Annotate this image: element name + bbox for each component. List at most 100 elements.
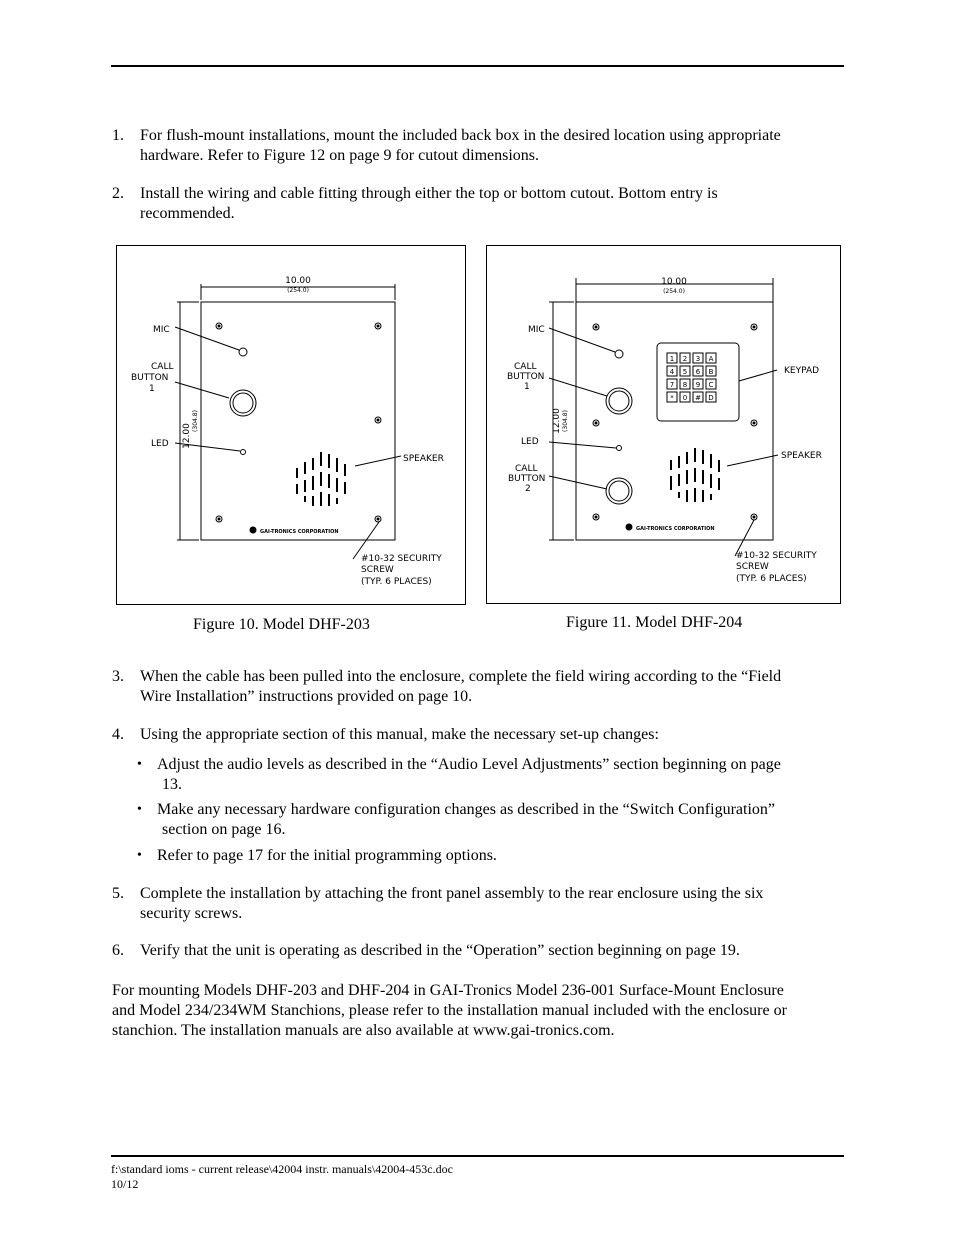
step-text-line: When the cable has been pulled into the … bbox=[140, 668, 782, 685]
footer-rule bbox=[111, 1155, 844, 1157]
bullet-text-line: Make any necessary hardware configuratio… bbox=[157, 801, 775, 818]
step-text-line: Verify that the unit is operating as des… bbox=[140, 942, 740, 959]
call-button-1-label-2: BUTTON bbox=[507, 372, 544, 382]
bullet-text-line: Adjust the audio levels as described in … bbox=[157, 756, 781, 773]
speaker-label: SPEAKER bbox=[781, 451, 822, 461]
bullet-text-line: section on page 16. bbox=[162, 821, 286, 838]
step-number: 2. bbox=[112, 185, 124, 202]
step-number: 1. bbox=[112, 127, 124, 144]
closing-paragraph-line: and Model 234/234WM Stanchions, please r… bbox=[112, 1002, 787, 1019]
led-label: LED bbox=[151, 439, 169, 449]
call-button-1-label-1: CALL bbox=[514, 362, 536, 372]
height-dim-mm: (304.8) bbox=[192, 410, 199, 432]
keypad-key bbox=[679, 352, 691, 364]
keypad-key-label: # bbox=[695, 394, 701, 402]
keypad-key bbox=[679, 378, 691, 390]
call-button-2-label-3: 2 bbox=[525, 484, 531, 494]
step-text-line: recommended. bbox=[140, 205, 235, 222]
keypad-key bbox=[692, 391, 704, 403]
step-text-line: Using the appropriate section of this ma… bbox=[140, 726, 659, 743]
keypad-key-label: A bbox=[709, 355, 714, 363]
keypad-key bbox=[666, 365, 678, 377]
keypad-key-label: 3 bbox=[696, 355, 700, 363]
footer-file-path: f:\standard ioms - current release\42004… bbox=[111, 1162, 453, 1176]
call-button-label-2: BUTTON bbox=[131, 373, 168, 383]
call-button-label-1: CALL bbox=[151, 362, 173, 372]
width-dim-label: 10.00 bbox=[661, 277, 687, 287]
mic-label: MIC bbox=[153, 325, 170, 335]
keypad-key bbox=[666, 378, 678, 390]
figure-10: 10.00 (254.0) 12.00 (304.8) MIC CALL BUT… bbox=[116, 245, 466, 605]
width-dim-mm: (254.0) bbox=[663, 288, 685, 295]
led-label: LED bbox=[521, 437, 539, 447]
keypad-key-label: 4 bbox=[670, 368, 675, 376]
width-dim-label: 10.00 bbox=[285, 276, 311, 286]
screw-label-1: #10-32 SECURITY bbox=[361, 554, 442, 564]
figure-10-caption: Figure 10. Model DHF-203 bbox=[193, 616, 370, 633]
keypad-key bbox=[692, 378, 704, 390]
keypad-key-label: 9 bbox=[696, 381, 700, 389]
keypad-key-label: D bbox=[708, 394, 713, 402]
screw-label-2: SCREW bbox=[736, 562, 769, 572]
bullet-dot: • bbox=[137, 848, 142, 863]
keypad-key bbox=[705, 378, 717, 390]
bullet-dot: • bbox=[137, 802, 142, 817]
call-button-2-label-1: CALL bbox=[515, 464, 537, 474]
step-text-line: Install the wiring and cable fitting thr… bbox=[140, 185, 718, 202]
height-dim-label: 12.00 bbox=[552, 408, 562, 434]
keypad-key-label: * bbox=[670, 394, 674, 402]
keypad-key-label: 7 bbox=[670, 381, 674, 389]
step-number: 3. bbox=[112, 668, 124, 685]
keypad-key-label: 5 bbox=[683, 368, 687, 376]
keypad-key bbox=[666, 391, 678, 403]
call-button-1-label-3: 1 bbox=[524, 382, 530, 392]
step-number: 5. bbox=[112, 885, 124, 902]
call-button-2-label-2: BUTTON bbox=[508, 474, 545, 484]
screw-label-2: SCREW bbox=[361, 565, 394, 575]
bullet-text-line: Refer to page 17 for the initial program… bbox=[157, 847, 497, 864]
keypad-key-label: C bbox=[709, 381, 714, 389]
step-text-line: hardware. Refer to Figure 12 on page 9 f… bbox=[140, 147, 540, 164]
figure-11-caption: Figure 11. Model DHF-204 bbox=[566, 614, 743, 631]
step-text-line: Complete the installation by attaching t… bbox=[140, 885, 764, 902]
brand-logo-text: GAI-TRONICS CORPORATION bbox=[636, 526, 715, 532]
keypad-key-label: 8 bbox=[683, 381, 687, 389]
screw-label-3: (TYP. 6 PLACES) bbox=[736, 574, 807, 584]
step-text-line: Wire Installation” instructions provided… bbox=[140, 688, 473, 705]
step-number: 4. bbox=[112, 726, 124, 743]
keypad-key-label: 1 bbox=[670, 355, 674, 363]
step-text-line: security screws. bbox=[140, 905, 243, 922]
keypad-key-label: 0 bbox=[683, 394, 687, 402]
step-number: 6. bbox=[112, 942, 124, 959]
width-dim-mm: (254.0) bbox=[287, 287, 309, 294]
keypad-key-label: B bbox=[709, 368, 714, 376]
call-button-label-3: 1 bbox=[149, 384, 155, 394]
height-dim-label: 12.00 bbox=[182, 423, 192, 449]
keypad-key bbox=[666, 352, 678, 364]
height-dim-mm: (304.8) bbox=[562, 410, 569, 432]
mic-label: MIC bbox=[528, 325, 545, 335]
screw-label-3: (TYP. 6 PLACES) bbox=[361, 577, 432, 587]
speaker-label: SPEAKER bbox=[403, 454, 444, 464]
top-rule bbox=[111, 65, 844, 67]
bullet-text-line: 13. bbox=[162, 776, 182, 793]
keypad-key bbox=[705, 365, 717, 377]
keypad-key bbox=[705, 352, 717, 364]
closing-paragraph-line: stanchion. The installation manuals are … bbox=[112, 1022, 615, 1039]
step-text-line: For flush-mount installations, mount the… bbox=[140, 127, 781, 144]
keypad-label: KEYPAD bbox=[784, 366, 819, 376]
brand-logo-text: GAI-TRONICS CORPORATION bbox=[260, 529, 339, 535]
keypad-key bbox=[679, 391, 691, 403]
figure-10-drawing: 10.00 (254.0) 12.00 (304.8) MIC CALL BUT… bbox=[131, 276, 444, 587]
screw-label-1: #10-32 SECURITY bbox=[736, 551, 817, 561]
keypad-key-label: 6 bbox=[696, 368, 701, 376]
keypad-key bbox=[692, 365, 704, 377]
footer-date: 10/12 bbox=[111, 1177, 139, 1191]
keypad-key bbox=[692, 352, 704, 364]
closing-paragraph-line: For mounting Models DHF-203 and DHF-204 … bbox=[112, 982, 784, 999]
bullet-dot: • bbox=[137, 757, 142, 772]
keypad-key-label: 2 bbox=[683, 355, 687, 363]
